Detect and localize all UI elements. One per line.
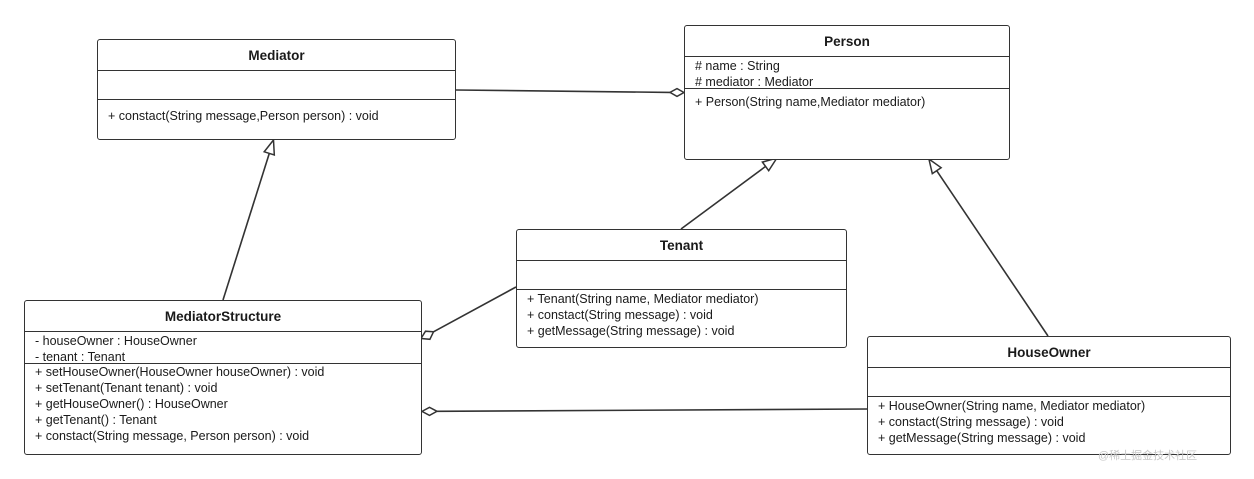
class-operations: + constact(String message,Person person)… <box>98 100 455 124</box>
operation: + constact(String message) : void <box>878 415 1064 429</box>
class-operations: + setHouseOwner(HouseOwner houseOwner) :… <box>25 364 421 444</box>
class-attributes <box>868 368 1230 397</box>
houseowner-mediatorstructure-aggregation-line <box>436 408 869 413</box>
attribute: # name : String <box>695 59 780 73</box>
operation: + Tenant(String name, Mediator mediator) <box>527 292 759 306</box>
tenant-person-generalization-line <box>680 165 767 230</box>
mediator-person-aggregation-diamond <box>668 87 686 98</box>
operation: + constact(String message, Person person… <box>35 429 310 443</box>
class-attributes <box>98 71 455 100</box>
class-name: MediatorStructure <box>25 301 421 332</box>
class-name: Mediator <box>98 40 455 71</box>
operation: + HouseOwner(String name, Mediator media… <box>878 399 1146 413</box>
class-attributes: - houseOwner : HouseOwner - tenant : Ten… <box>25 332 421 364</box>
operation: + getTenant() : Tenant <box>35 413 157 427</box>
operation: + constact(String message) : void <box>527 308 713 322</box>
class-tenant[interactable]: Tenant + Tenant(String name, Mediator me… <box>516 229 847 348</box>
operation: + getHouseOwner() : HouseOwner <box>35 397 228 411</box>
mediator-person-aggregation-line <box>455 89 671 94</box>
class-operations: + HouseOwner(String name, Mediator media… <box>868 397 1230 446</box>
mediatorstructure-mediator-generalization-arrow <box>262 137 276 157</box>
class-name: HouseOwner <box>868 337 1230 368</box>
class-name: Person <box>685 26 1009 57</box>
class-mediator[interactable]: Mediator + constact(String message,Perso… <box>97 39 456 140</box>
operation: + setTenant(Tenant tenant) : void <box>35 381 218 395</box>
class-attributes: # name : String # mediator : Mediator <box>685 57 1009 89</box>
operation: + constact(String message,Person person)… <box>108 109 379 123</box>
tenant-person-generalization-arrow <box>761 156 779 173</box>
houseowner-mediatorstructure-aggregation-diamond <box>420 406 439 417</box>
class-attributes <box>517 261 846 290</box>
class-operations: + Person(String name,Mediator mediator) <box>685 89 1009 110</box>
tenant-mediatorstructure-aggregation-diamond <box>419 330 435 341</box>
attribute: - houseOwner : HouseOwner <box>35 334 197 348</box>
class-name: Tenant <box>517 230 846 261</box>
tenant-mediatorstructure-aggregation-line <box>433 286 517 333</box>
houseowner-person-generalization-arrow <box>927 157 943 175</box>
class-house-owner[interactable]: HouseOwner + HouseOwner(String name, Med… <box>867 336 1231 455</box>
attribute: - tenant : Tenant <box>35 350 126 364</box>
class-person[interactable]: Person # name : String # mediator : Medi… <box>684 25 1010 160</box>
class-operations: + Tenant(String name, Mediator mediator)… <box>517 290 846 339</box>
operation: + getMessage(String message) : void <box>878 431 1086 445</box>
operation: + getMessage(String message) : void <box>527 324 735 338</box>
operation: + Person(String name,Mediator mediator) <box>695 95 926 109</box>
houseowner-person-generalization-line <box>936 170 1049 337</box>
operation: + setHouseOwner(HouseOwner houseOwner) :… <box>35 365 325 379</box>
attribute: # mediator : Mediator <box>695 75 814 89</box>
class-mediator-structure[interactable]: MediatorStructure - houseOwner : HouseOw… <box>24 300 422 455</box>
mediatorstructure-mediator-generalization-line <box>222 153 271 301</box>
watermark: @稀土掘金技术社区 <box>1098 450 1198 462</box>
